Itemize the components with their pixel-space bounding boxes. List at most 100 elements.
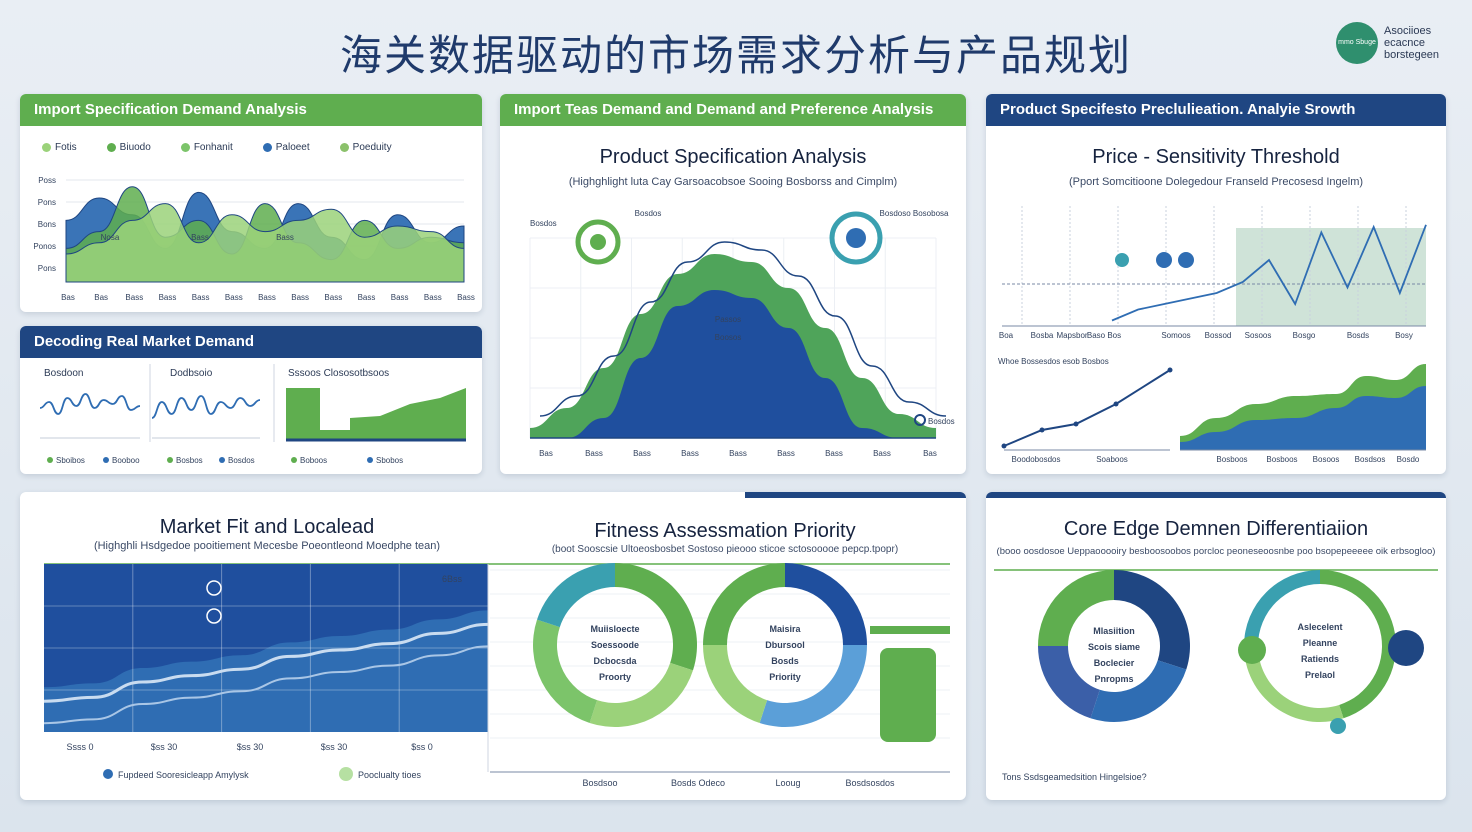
callout-label: Bosdos bbox=[530, 219, 557, 228]
series-line bbox=[43, 645, 489, 725]
market-demand-panel: Decoding Real Market Demand Bosdoon Dodb… bbox=[20, 326, 482, 474]
donut-label: Dbursool bbox=[765, 640, 805, 650]
inner-label: Bass bbox=[276, 233, 294, 242]
x-tick-label: Bas bbox=[94, 293, 108, 302]
x-tick-label: Bas bbox=[923, 449, 937, 458]
legend-item: Poeduity bbox=[339, 142, 392, 153]
donut-label: Muiisloecte bbox=[590, 624, 639, 634]
x-tick-label: Bass bbox=[424, 293, 442, 302]
x-tick-label: $ss 30 bbox=[237, 742, 264, 752]
logo-line-3: borstegeen bbox=[1384, 49, 1440, 61]
donut-segment bbox=[785, 563, 867, 645]
series-line bbox=[43, 622, 489, 703]
donut-segment bbox=[1090, 660, 1187, 722]
x-tick-label: Somoos bbox=[1161, 331, 1190, 340]
panel-header: Import Teas Demand and Demand and Prefer… bbox=[500, 94, 966, 126]
donut-label: Dcbocsda bbox=[593, 656, 637, 666]
legend-item: Paloeet bbox=[262, 142, 310, 153]
x-tick-label: Bas bbox=[61, 293, 75, 302]
legend-dot bbox=[103, 769, 113, 779]
legend-label: Sbobos bbox=[376, 456, 403, 465]
legend-dot bbox=[103, 457, 109, 463]
x-tick-label: Bass bbox=[358, 293, 376, 302]
donut-segment bbox=[1244, 570, 1320, 646]
legend-label: Booboo bbox=[112, 456, 140, 465]
callout-icon bbox=[846, 228, 866, 248]
x-tick-label: Bosdsosdos bbox=[845, 778, 895, 788]
x-tick-label: Bossod bbox=[1205, 331, 1232, 340]
node-marker bbox=[1388, 630, 1424, 666]
legend-dot bbox=[291, 457, 297, 463]
accent-strip bbox=[986, 492, 1446, 498]
chart-subtitle: (Pport Somcitioone Dolegedour Franseld P… bbox=[1068, 176, 1364, 188]
x-tick-label: Bosy bbox=[1395, 331, 1413, 340]
x-tick-label: Bass bbox=[125, 293, 143, 302]
node-marker bbox=[1238, 636, 1266, 664]
data-point bbox=[1039, 427, 1045, 433]
donut-label: Ratiends bbox=[1301, 654, 1339, 664]
x-tick-label: Ssss 0 bbox=[66, 742, 93, 752]
legend-label: Sboibos bbox=[56, 456, 85, 465]
data-point bbox=[1113, 401, 1119, 407]
legend-label: Fupdeed Sooresicleapp Amylysk bbox=[118, 770, 249, 780]
x-tick-label: Bass bbox=[291, 293, 309, 302]
legend-label: Bosdos bbox=[228, 456, 255, 465]
legend: Fotis Biuodo Fonhanit Paloeet Poeduity bbox=[42, 142, 392, 153]
chart-subtitle: (boot Sooscsie Ultoeosbosbet Sostoso pie… bbox=[551, 544, 899, 555]
chart-subtitle: (Highghlight luta Cay Garsoacobsoe Sooin… bbox=[568, 176, 898, 188]
series-line bbox=[1111, 224, 1427, 322]
inner-label: Bass bbox=[191, 233, 209, 242]
donut-segment bbox=[1038, 646, 1100, 719]
chart-title: Core Edge Demnen Differentiaiion bbox=[1063, 518, 1369, 540]
y-tick-label: Pons bbox=[38, 198, 56, 207]
legend-item: Fotis bbox=[42, 142, 77, 153]
priority-bar bbox=[880, 648, 936, 742]
marker-icon bbox=[206, 580, 222, 596]
section-label: Bosdoon bbox=[44, 368, 84, 379]
x-tick-label: Boa bbox=[999, 331, 1014, 340]
donut-label: Proorty bbox=[599, 672, 631, 682]
donut-label: Soessoode bbox=[591, 640, 639, 650]
x-tick-label: Bass bbox=[324, 293, 342, 302]
logo-mark-icon: mmo Sbuge bbox=[1336, 22, 1378, 64]
x-tick-label: Bosds Odeco bbox=[671, 778, 725, 788]
x-tick-label: Bosdo bbox=[1397, 455, 1420, 464]
x-tick-label: Bass bbox=[457, 293, 475, 302]
marker bbox=[1115, 253, 1129, 267]
x-tick-label: Boodobosdos bbox=[1012, 455, 1061, 464]
x-tick-label: Bass bbox=[258, 293, 276, 302]
area-label: Boosos bbox=[715, 333, 742, 342]
section-label: Dodbsoio bbox=[170, 368, 213, 379]
callout-label: Bosdos bbox=[635, 209, 662, 218]
legend-dot bbox=[367, 457, 373, 463]
x-tick-label: $ss 30 bbox=[321, 742, 348, 752]
donut-label: Maisira bbox=[769, 624, 801, 634]
x-tick-label: Bass bbox=[873, 449, 891, 458]
legend-label: Pooclualty tioes bbox=[358, 770, 422, 780]
import-spec-panel: Import Specification Demand Analysis Fot… bbox=[20, 94, 482, 312]
data-point bbox=[1001, 443, 1007, 449]
legend-item: Fonhanit bbox=[180, 142, 233, 153]
y-tick-label: Bons bbox=[38, 220, 56, 229]
chart-title: Product Specification Analysis bbox=[599, 146, 867, 168]
x-tick-label: Sosoos bbox=[1245, 331, 1272, 340]
x-tick-label: Bosdsos bbox=[1355, 455, 1386, 464]
donut-label: Scois siame bbox=[1088, 642, 1140, 652]
data-point bbox=[1073, 421, 1079, 427]
donut-label: Priority bbox=[769, 672, 801, 682]
donut-segment bbox=[1114, 570, 1190, 670]
x-tick-label: Bass bbox=[825, 449, 843, 458]
x-tick-label: Bosdsoo bbox=[582, 778, 617, 788]
product-spec-panel: Import Teas Demand and Demand and Prefer… bbox=[500, 94, 966, 474]
chart-subtitle: (booo oosdosoe Ueppaooooiry besboosoobos… bbox=[996, 546, 1436, 557]
chart-subtitle: (Highghli Hsdgedoe pooitiement Mecesbe P… bbox=[93, 540, 441, 552]
donut-label: Prelaol bbox=[1305, 670, 1335, 680]
logo-line-2: ecacnce bbox=[1384, 37, 1425, 49]
section-label: Sssoos Clososotbsoos bbox=[288, 368, 390, 379]
y-tick-label: Pons bbox=[38, 264, 56, 273]
callout-icon bbox=[590, 234, 606, 250]
bar-cap bbox=[870, 626, 950, 634]
